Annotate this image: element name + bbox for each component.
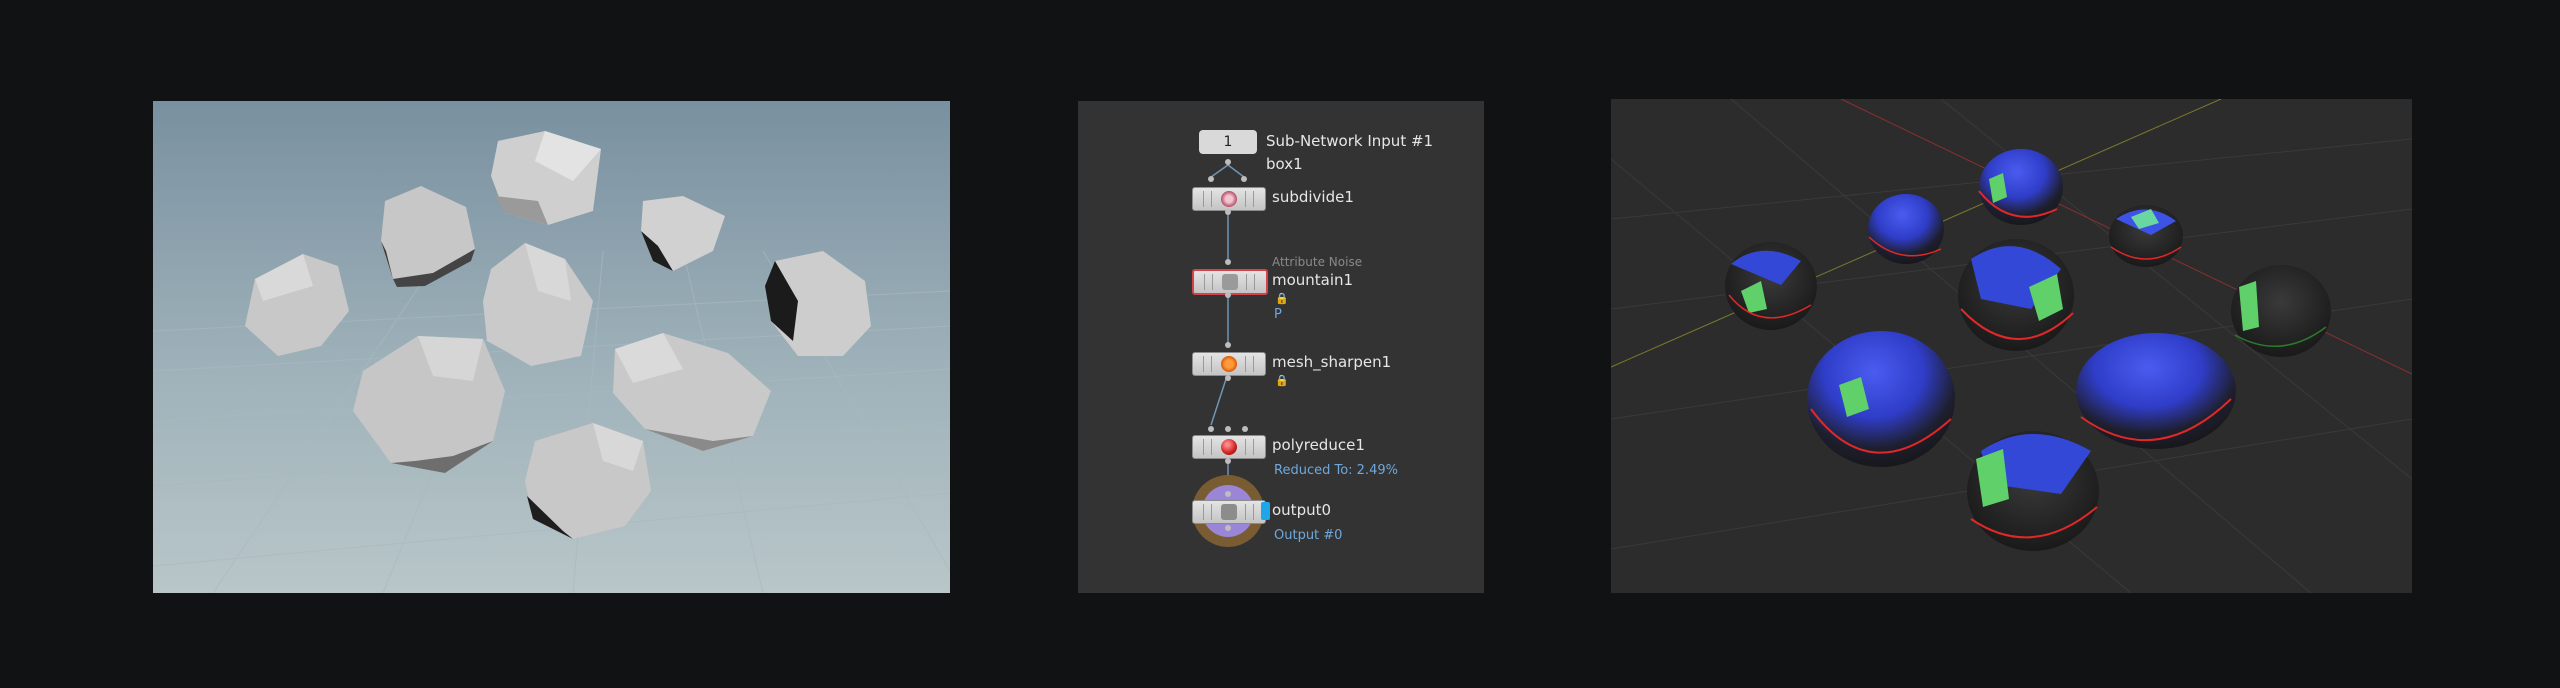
rock [245, 254, 349, 356]
node-label-mountain1: mountain1 [1272, 271, 1354, 289]
rock [765, 251, 871, 356]
noise-icon [1222, 274, 1238, 290]
node-type-mountain1: Attribute Noise [1272, 255, 1363, 269]
output-connector[interactable] [1225, 292, 1231, 298]
node-polyreduce1[interactable] [1192, 435, 1266, 459]
output-connector[interactable] [1225, 458, 1231, 464]
output-connector[interactable] [1225, 159, 1231, 165]
node-label-mesh-sharpen1: mesh_sharpen1 [1272, 353, 1392, 371]
polyreduce-icon [1221, 439, 1237, 455]
rock [1807, 331, 1955, 467]
display-flag[interactable] [1261, 502, 1270, 520]
output-connector[interactable] [1225, 209, 1231, 215]
input-connector[interactable] [1225, 259, 1231, 265]
input-connector[interactable] [1208, 176, 1214, 182]
lock-icon[interactable]: 🔒 [1275, 292, 1289, 305]
node-label-polyreduce1: polyreduce1 [1272, 436, 1365, 454]
rock [641, 196, 725, 271]
node-subdivide1[interactable] [1192, 187, 1266, 211]
subnet-input-label: Sub-Network Input #1 [1266, 132, 1434, 150]
output-connector[interactable] [1225, 525, 1231, 531]
input-connector[interactable] [1225, 491, 1231, 497]
input-connector[interactable] [1241, 176, 1247, 182]
node-info-polyreduce1: Reduced To: 2.49% [1274, 463, 1398, 478]
rock [1967, 431, 2099, 551]
rock-group [1725, 149, 2331, 551]
node-label-subdivide1: subdivide1 [1272, 188, 1354, 206]
lock-icon[interactable]: 🔒 [1275, 374, 1289, 387]
input-connector[interactable] [1208, 426, 1214, 432]
rock [491, 131, 601, 225]
rock [1868, 194, 1944, 264]
rock [1958, 239, 2074, 351]
node-network-editor[interactable]: 1 Sub-Network Input #1 box1 subdivide1 A… [1078, 101, 1484, 593]
rock [1978, 149, 2063, 225]
rock [613, 333, 771, 451]
subnet-input-badge[interactable]: 1 [1199, 130, 1257, 154]
rock [525, 423, 651, 539]
rock [353, 336, 505, 473]
rock-group [245, 131, 871, 539]
input-connector[interactable] [1225, 426, 1231, 432]
subdivide-icon [1221, 191, 1237, 207]
output-icon [1221, 504, 1237, 520]
rock [2109, 205, 2183, 267]
box-label: box1 [1266, 155, 1303, 173]
viewport-shaded-rocks[interactable] [1611, 99, 2412, 593]
node-output0[interactable] [1192, 500, 1266, 524]
sharpen-icon [1221, 356, 1237, 372]
node-mountain1[interactable] [1192, 269, 1268, 295]
output-connector[interactable] [1225, 375, 1231, 381]
node-label-output0: output0 [1272, 501, 1332, 519]
rock [1725, 242, 1817, 330]
input-connector[interactable] [1225, 342, 1231, 348]
rock [2231, 265, 2331, 357]
input-connector[interactable] [1242, 426, 1248, 432]
node-info-output0: Output #0 [1274, 528, 1343, 543]
node-mesh-sharpen1[interactable] [1192, 352, 1266, 376]
viewport-grey-rocks[interactable] [153, 101, 950, 593]
rock [483, 243, 593, 366]
rock [2076, 333, 2236, 449]
rock [381, 186, 475, 287]
node-attr-mountain1: P [1274, 307, 1282, 322]
